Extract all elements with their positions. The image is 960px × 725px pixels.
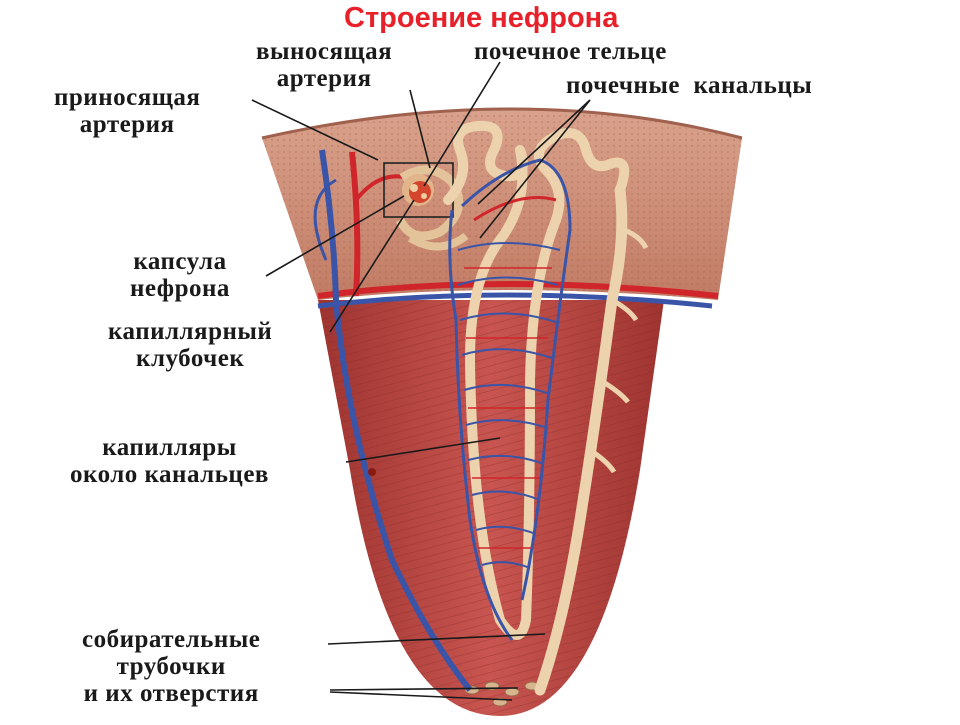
label-nephron-capsule: капсула нефрона — [130, 248, 230, 302]
arcuate-artery — [317, 281, 719, 299]
label-line: около канальцев — [70, 461, 269, 488]
label-renal-corpuscle: почечное тельце — [474, 38, 667, 65]
label-line: капсула — [133, 248, 227, 275]
distal-tubule — [534, 128, 630, 225]
label-line: и их отверстия — [83, 680, 259, 707]
diagram-title: Строение нефрона — [344, 2, 619, 34]
label-line: приносящая — [54, 84, 201, 111]
label-line: выносящая — [256, 38, 393, 65]
peritubular-capillary-network — [448, 158, 572, 641]
interlobular-vein — [319, 149, 473, 692]
arcuate-vein — [317, 292, 713, 309]
proximal-tubule — [443, 120, 528, 205]
label-afferent-artery: приносящая артерия — [54, 84, 200, 138]
label-line: артерия — [276, 65, 372, 92]
label-renal-tubules: почечные канальцы — [566, 72, 813, 99]
label-line: капилляры — [102, 434, 237, 461]
collecting-duct — [534, 184, 628, 696]
label-line: капиллярный — [108, 318, 273, 345]
label-collecting-ducts: собирательные трубочки и их отверстия — [82, 626, 260, 707]
label-line: клубочек — [136, 345, 245, 372]
label-peritubular-capillaries: капилляры около канальцев — [70, 434, 269, 488]
label-line: собирательные — [82, 626, 261, 653]
label-line: артерия — [79, 111, 175, 138]
pointer-lines — [251, 61, 591, 701]
label-efferent-artery: выносящая артерия — [256, 38, 392, 92]
label-line: нефрона — [130, 275, 230, 302]
label-capillary-glomerulus: капиллярный клубочек — [108, 318, 272, 372]
vessel-point-marker — [368, 468, 376, 476]
interlobular-artery — [349, 151, 361, 297]
label-line: трубочки — [116, 653, 226, 680]
